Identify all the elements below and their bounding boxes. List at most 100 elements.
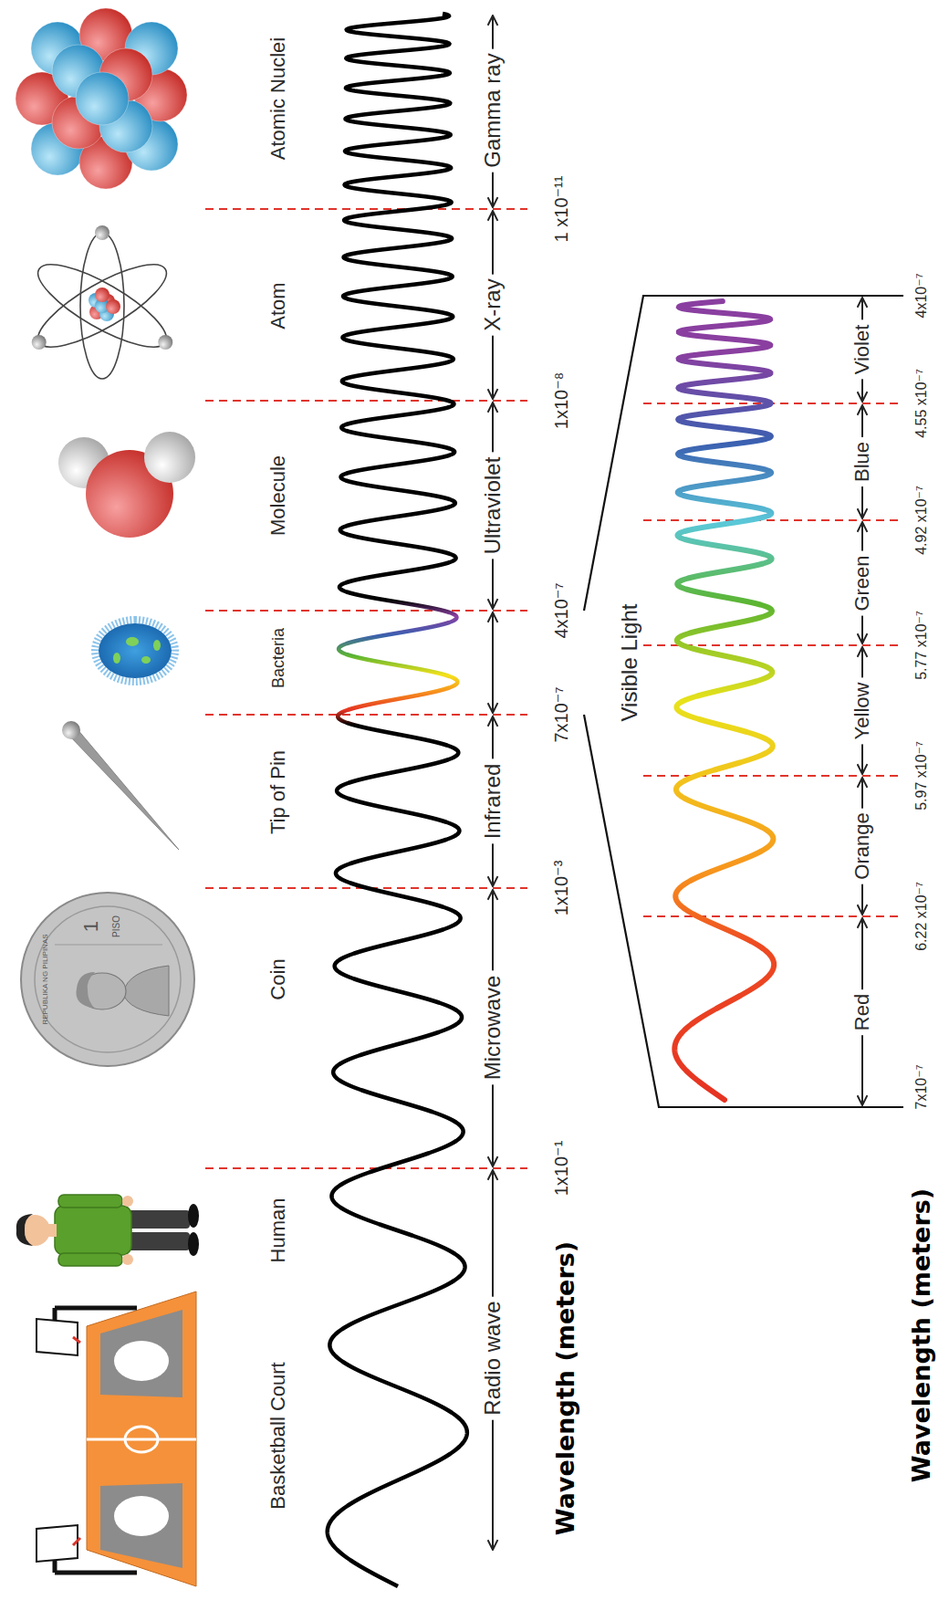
object-label: Tip of Pin xyxy=(266,750,290,835)
boundary-line xyxy=(205,713,528,716)
basketball-court-figure xyxy=(86,1438,197,1441)
basketball-court-figure xyxy=(36,1524,78,1562)
wavelength-value: 4.92 x10⁻⁷ xyxy=(913,485,930,555)
panel-title: Visible Light xyxy=(616,604,643,722)
boundary-line xyxy=(643,774,902,777)
coin-figure xyxy=(123,965,169,1016)
coin-figure xyxy=(54,943,163,945)
wavelength-value: 7x10⁻⁷ xyxy=(913,1064,930,1110)
object-label: Atomic Nuclei xyxy=(266,37,290,160)
object-label: Coin xyxy=(266,958,290,1000)
object-label: Molecule xyxy=(266,455,290,536)
wavelength-value: 7x10⁻⁷ xyxy=(551,686,573,742)
basketball-court-figure xyxy=(114,1495,169,1536)
bacteria-figure xyxy=(141,656,151,664)
color-label: Orange xyxy=(850,807,874,884)
human-figure xyxy=(122,1195,134,1207)
coin-text: REPUBLIKA NG PILIPINAS xyxy=(41,933,50,1024)
basketball-court-figure xyxy=(100,1482,183,1568)
wavelength-value: 1 x10⁻¹¹ xyxy=(551,176,573,243)
coin-figure xyxy=(20,892,195,1066)
molecule-figure xyxy=(144,431,196,483)
color-label: Violet xyxy=(850,320,874,380)
human-figure xyxy=(58,1194,123,1208)
zoom-bracket xyxy=(584,714,904,1107)
boundary-line xyxy=(205,399,528,402)
electron xyxy=(31,334,47,350)
human-figure xyxy=(122,1253,134,1265)
bacteria-figure xyxy=(113,652,121,664)
coin-figure xyxy=(34,906,181,1053)
basketball-court-figure xyxy=(100,1309,183,1398)
bacteria-figure xyxy=(125,636,139,647)
human-figure xyxy=(187,1203,199,1228)
coin-figure xyxy=(20,892,195,1066)
object-label: Atom xyxy=(266,281,290,329)
human-figure xyxy=(16,1194,199,1266)
nucleus-figure xyxy=(15,8,188,189)
boundary-line xyxy=(205,208,528,210)
color-label: Red xyxy=(850,989,874,1035)
wavelength-value: 4x10⁻⁷ xyxy=(551,582,573,638)
basketball-court-figure xyxy=(36,1291,197,1586)
molecule-figure xyxy=(58,431,196,538)
band-label: Microwave xyxy=(479,970,506,1085)
object-label: Basketball Court xyxy=(266,1361,290,1509)
atom-figure xyxy=(28,225,178,379)
basketball-court-figure xyxy=(125,1426,158,1452)
human-figure xyxy=(58,1252,123,1266)
boundary-line xyxy=(643,519,902,522)
wavelength-guides xyxy=(205,15,904,1550)
basketball-court-figure xyxy=(36,1318,78,1356)
band-label: Infrared xyxy=(479,759,506,845)
boundary-line xyxy=(205,1167,528,1169)
axis-title: Wavelength (meters) xyxy=(551,1241,580,1535)
color-label: Green xyxy=(850,550,874,616)
basketball-court-figure xyxy=(73,1336,81,1343)
human-figure xyxy=(16,1213,33,1246)
wavelength-value: 1x10⁻¹ xyxy=(551,1140,573,1197)
visible-wave xyxy=(674,301,774,1100)
electron xyxy=(157,334,173,350)
basketball-court-figure xyxy=(86,1291,197,1586)
wavelength-value: 5.77 x10⁻⁷ xyxy=(913,610,930,680)
wavelength-value: 4.55 x10⁻⁷ xyxy=(913,368,930,438)
wavelength-value: 4x10⁻⁷ xyxy=(913,273,930,319)
electron-orbit xyxy=(28,250,178,362)
bacteria-figure xyxy=(153,639,161,651)
wavelength-value: 5.97 x10⁻⁷ xyxy=(913,740,930,811)
bacteria-figure xyxy=(94,619,176,682)
wavelength-value: 1x10⁻⁸ xyxy=(551,372,573,429)
nucleon xyxy=(105,299,121,314)
human-figure xyxy=(54,1205,132,1255)
band-label: Radio wave xyxy=(479,1295,506,1419)
wavelength-value: 6.22 x10⁻⁷ xyxy=(913,881,930,951)
pin-figure xyxy=(62,720,81,740)
boundary-line xyxy=(205,609,528,612)
bacteria-figure xyxy=(98,623,172,678)
basketball-court-figure xyxy=(73,1537,81,1545)
electron xyxy=(94,225,110,240)
nucleon xyxy=(94,287,110,303)
object-label: Bacteria xyxy=(269,627,289,689)
band-label: X-ray xyxy=(479,273,506,335)
band-label: Ultraviolet xyxy=(479,452,506,560)
boundary-line xyxy=(643,915,902,918)
em-wave xyxy=(327,13,468,1586)
basketball-court-figure xyxy=(114,1340,169,1381)
human-figure xyxy=(187,1231,199,1256)
human-figure xyxy=(125,1231,190,1251)
electron-orbit xyxy=(80,232,125,379)
color-label: Blue xyxy=(850,437,874,487)
coin-figure xyxy=(75,971,95,1009)
band-label: Gamma ray xyxy=(479,48,506,172)
electron-orbit xyxy=(28,250,178,362)
color-label: Yellow xyxy=(850,677,874,745)
pin-figure xyxy=(69,728,179,850)
pin-figure xyxy=(62,720,179,850)
coin-text: 1 xyxy=(79,920,103,932)
coin-text: PISO xyxy=(111,915,123,938)
